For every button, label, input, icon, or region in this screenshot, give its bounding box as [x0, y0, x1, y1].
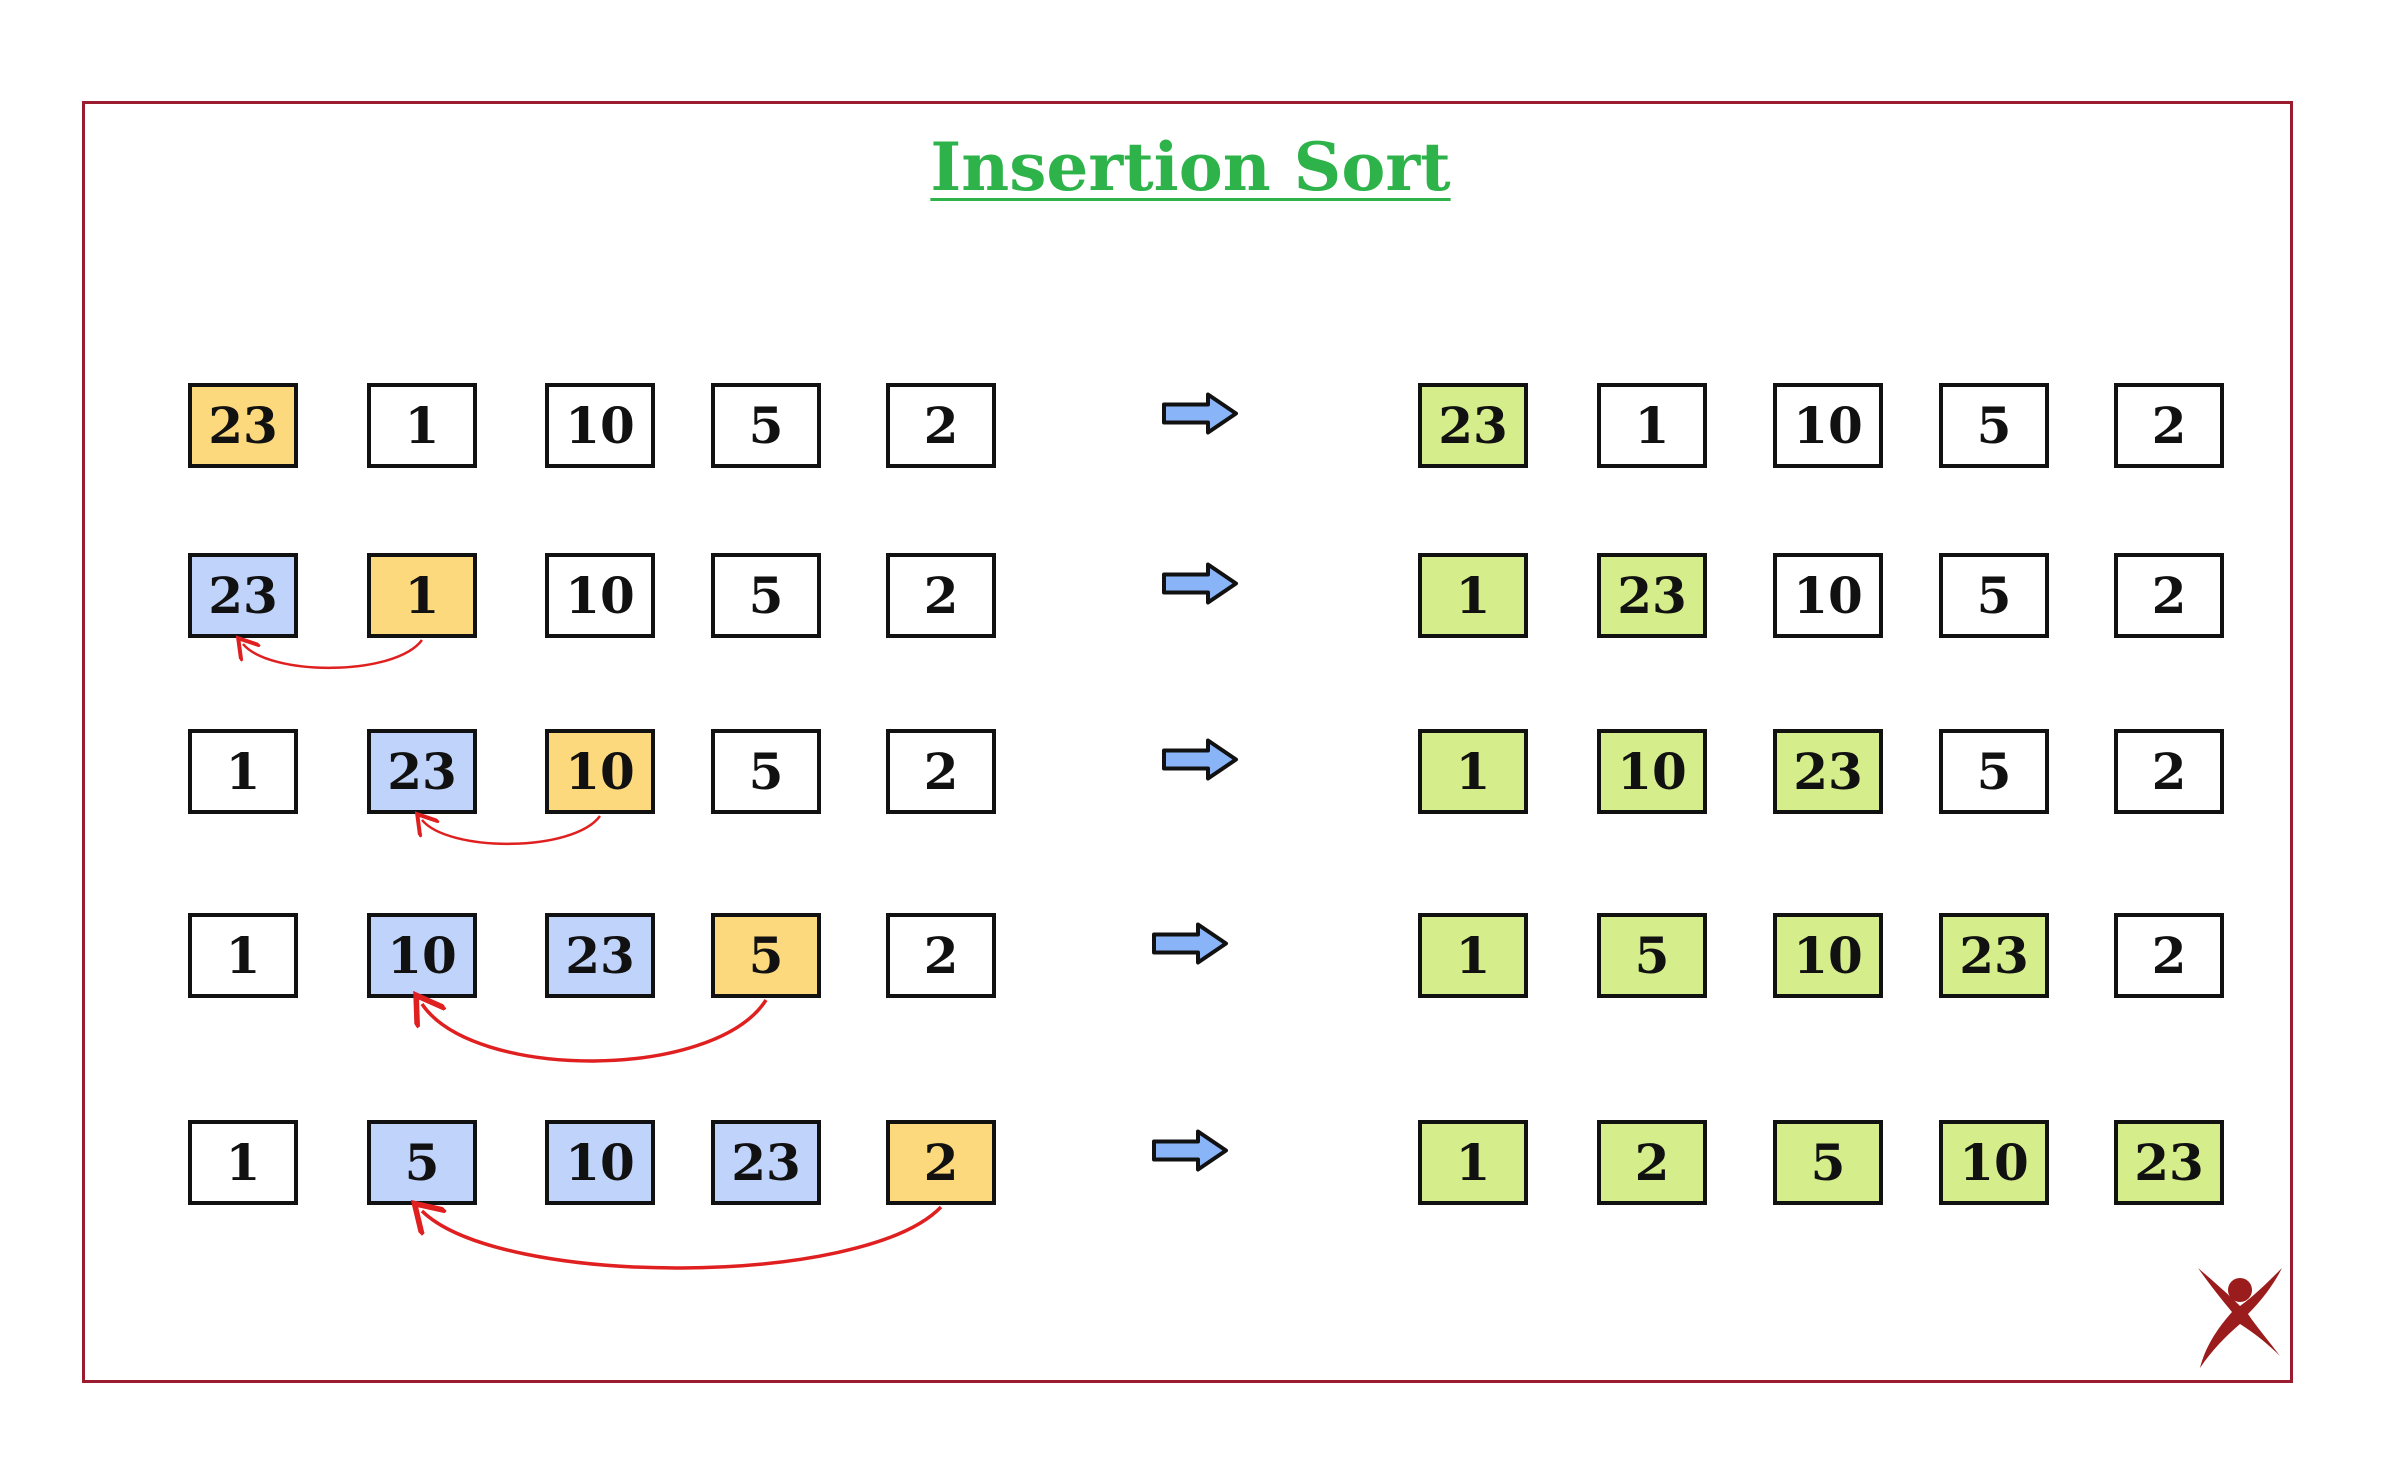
- after-cell: 1: [1418, 729, 1528, 814]
- before-cell: 23: [188, 383, 298, 468]
- after-cell: 5: [1939, 729, 2049, 814]
- before-cell: 2: [886, 383, 996, 468]
- after-cell: 23: [1597, 553, 1707, 638]
- after-cell: 2: [2114, 729, 2224, 814]
- before-cell: 1: [367, 553, 477, 638]
- insert-move-arrow: [422, 1000, 768, 1063]
- after-cell: 2: [2114, 913, 2224, 998]
- after-cell: 23: [1773, 729, 1883, 814]
- before-cell: 10: [545, 729, 655, 814]
- after-cell: 10: [1773, 913, 1883, 998]
- before-cell: 1: [188, 729, 298, 814]
- before-cell: 5: [711, 913, 821, 998]
- after-cell: 5: [1597, 913, 1707, 998]
- after-cell: 23: [1418, 383, 1528, 468]
- figure-logo-icon: [2198, 1268, 2282, 1368]
- diagram-frame: [82, 101, 2293, 1383]
- before-cell: 10: [545, 1120, 655, 1205]
- after-cell: 23: [2114, 1120, 2224, 1205]
- before-cell: 10: [545, 383, 655, 468]
- before-cell: 1: [188, 913, 298, 998]
- right-arrow-icon: [1152, 922, 1228, 965]
- after-cell: 10: [1597, 729, 1707, 814]
- before-cell: 23: [367, 729, 477, 814]
- before-cell: 23: [545, 913, 655, 998]
- insert-move-arrow: [422, 1207, 943, 1270]
- before-cell: 5: [711, 553, 821, 638]
- after-cell: 23: [1939, 913, 2049, 998]
- after-cell: 1: [1418, 553, 1528, 638]
- before-cell: 2: [886, 729, 996, 814]
- after-cell: 1: [1418, 913, 1528, 998]
- after-cell: 1: [1418, 1120, 1528, 1205]
- before-cell: 23: [711, 1120, 821, 1205]
- after-cell: 5: [1939, 383, 2049, 468]
- right-arrow-icon: [1162, 562, 1238, 605]
- before-cell: 2: [886, 1120, 996, 1205]
- diagram-title: Insertion Sort: [930, 128, 1451, 206]
- after-cell: 2: [2114, 383, 2224, 468]
- before-cell: 5: [711, 729, 821, 814]
- right-arrow-icon: [1162, 738, 1238, 781]
- before-cell: 1: [367, 383, 477, 468]
- after-cell: 10: [1939, 1120, 2049, 1205]
- after-cell: 10: [1773, 553, 1883, 638]
- before-cell: 2: [886, 913, 996, 998]
- after-cell: 2: [1597, 1120, 1707, 1205]
- before-cell: 10: [545, 553, 655, 638]
- after-cell: 5: [1939, 553, 2049, 638]
- right-arrow-icon: [1152, 1129, 1228, 1172]
- after-cell: 5: [1773, 1120, 1883, 1205]
- after-cell: 1: [1597, 383, 1707, 468]
- before-cell: 1: [188, 1120, 298, 1205]
- before-cell: 23: [188, 553, 298, 638]
- insert-move-arrow: [422, 816, 602, 846]
- right-arrow-icon: [1162, 392, 1238, 435]
- before-cell: 5: [711, 383, 821, 468]
- insert-move-arrow: [243, 640, 424, 670]
- after-cell: 2: [2114, 553, 2224, 638]
- before-cell: 2: [886, 553, 996, 638]
- after-cell: 10: [1773, 383, 1883, 468]
- before-cell: 5: [367, 1120, 477, 1205]
